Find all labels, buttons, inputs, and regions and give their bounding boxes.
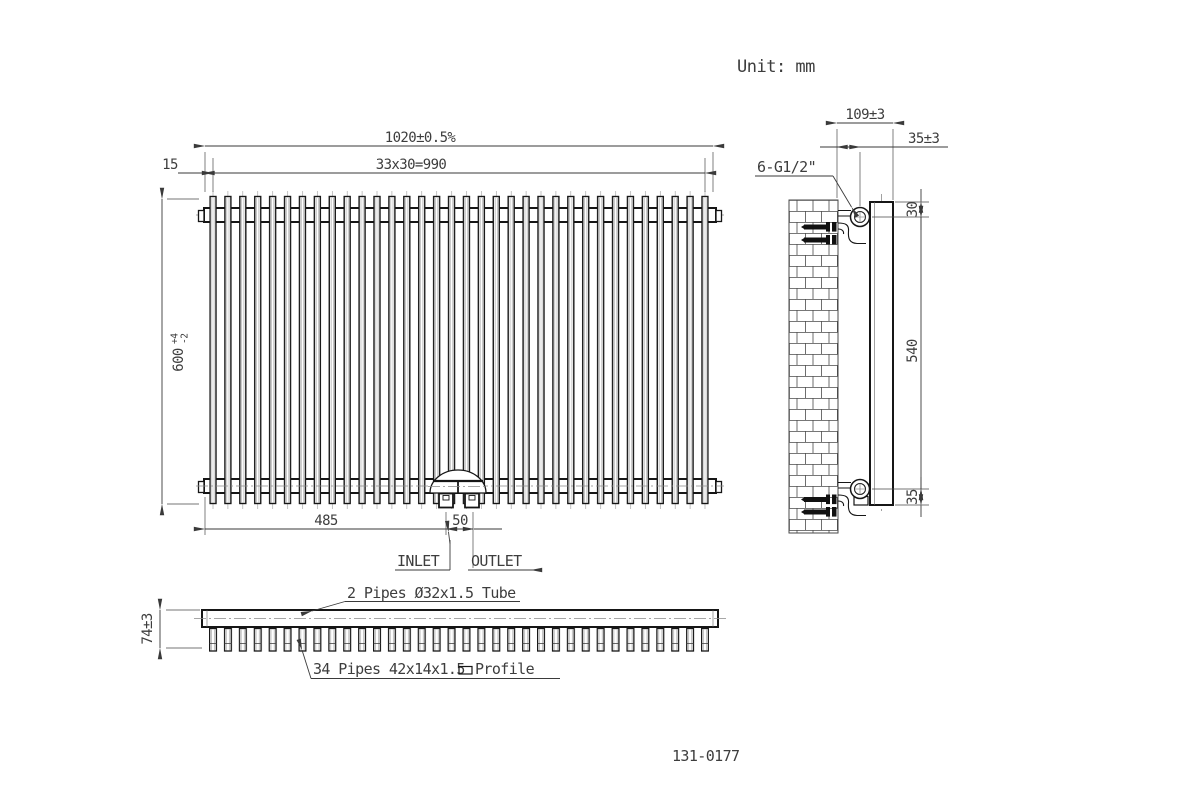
dim-pipe-pitch: 33x30=990 (376, 157, 447, 173)
unit-label: Unit: mm (737, 57, 815, 77)
inlet-label: INLET (397, 552, 440, 570)
bottom-right-end-cap (715, 480, 723, 494)
dim-wall-to-valve: 35±3 (908, 131, 939, 147)
dim-valve-span: 540 (905, 339, 921, 363)
outlet-thread (468, 495, 476, 501)
top-right-end-cap (715, 209, 723, 223)
wall-section (788, 199, 839, 534)
dim-valve-bottom-offset: 35 (905, 489, 921, 505)
svg-text:+4: +4 (170, 333, 181, 344)
svg-text:35: 35 (905, 489, 921, 505)
connection-thread-label: 6-G1/2" (757, 158, 816, 176)
dim-edge-offset: 15 (162, 157, 178, 173)
top-bracket (837, 209, 866, 245)
dim-overall-width: 1020±0.5% (385, 130, 457, 146)
svg-text:540: 540 (905, 339, 921, 363)
drawing-number: 131-0177 (672, 747, 739, 765)
outlet-label: OUTLET (471, 552, 522, 570)
pipe-array-plan (209, 627, 709, 652)
svg-text:74±3: 74±3 (140, 613, 156, 644)
front-view (196, 191, 724, 509)
svg-text:-2: -2 (180, 334, 191, 344)
top-valve (849, 206, 871, 228)
radiator-side-body (869, 201, 894, 506)
dim-plan-depth: 74±3 (140, 613, 156, 644)
dim-inlet-position: 485 (314, 513, 338, 529)
pipes-note-prefix: 34 Pipes 42x14x1.5 (313, 660, 465, 678)
dim-port-spacing: 50 (452, 513, 468, 529)
bottom-bracket (837, 481, 866, 517)
plan-view-dimensions: 74±3 2 Pipes Ø32x1.5 Tube 34 Pipes 42x14… (140, 584, 560, 679)
tube-note: 2 Pipes Ø32x1.5 Tube (347, 584, 516, 602)
top-left-end-cap (197, 209, 205, 223)
pipe-array (209, 191, 709, 509)
dim-depth: 109±3 (845, 107, 884, 123)
pipes-note-suffix: Profile (475, 660, 535, 678)
rect-profile-symbol (458, 665, 473, 675)
svg-text:30: 30 (905, 202, 921, 218)
side-view-dimensions: 109±3 35±3 6-G1/2" 30 540 35 (755, 107, 948, 517)
front-view-dimensions: 1020±0.5% 33x30=990 15 600 +4 -2 485 50 … (159, 130, 725, 573)
side-view (788, 194, 894, 534)
bottom-left-end-cap (197, 480, 205, 494)
plan-view (194, 609, 726, 652)
svg-text:600: 600 (171, 348, 187, 372)
bottom-valve (849, 478, 871, 500)
inlet-stub (438, 492, 454, 509)
outlet-stub (464, 492, 480, 509)
inlet-thread (442, 495, 450, 501)
dim-height: 600 +4 -2 (170, 333, 191, 372)
dim-valve-top-offset: 30 (905, 202, 921, 218)
